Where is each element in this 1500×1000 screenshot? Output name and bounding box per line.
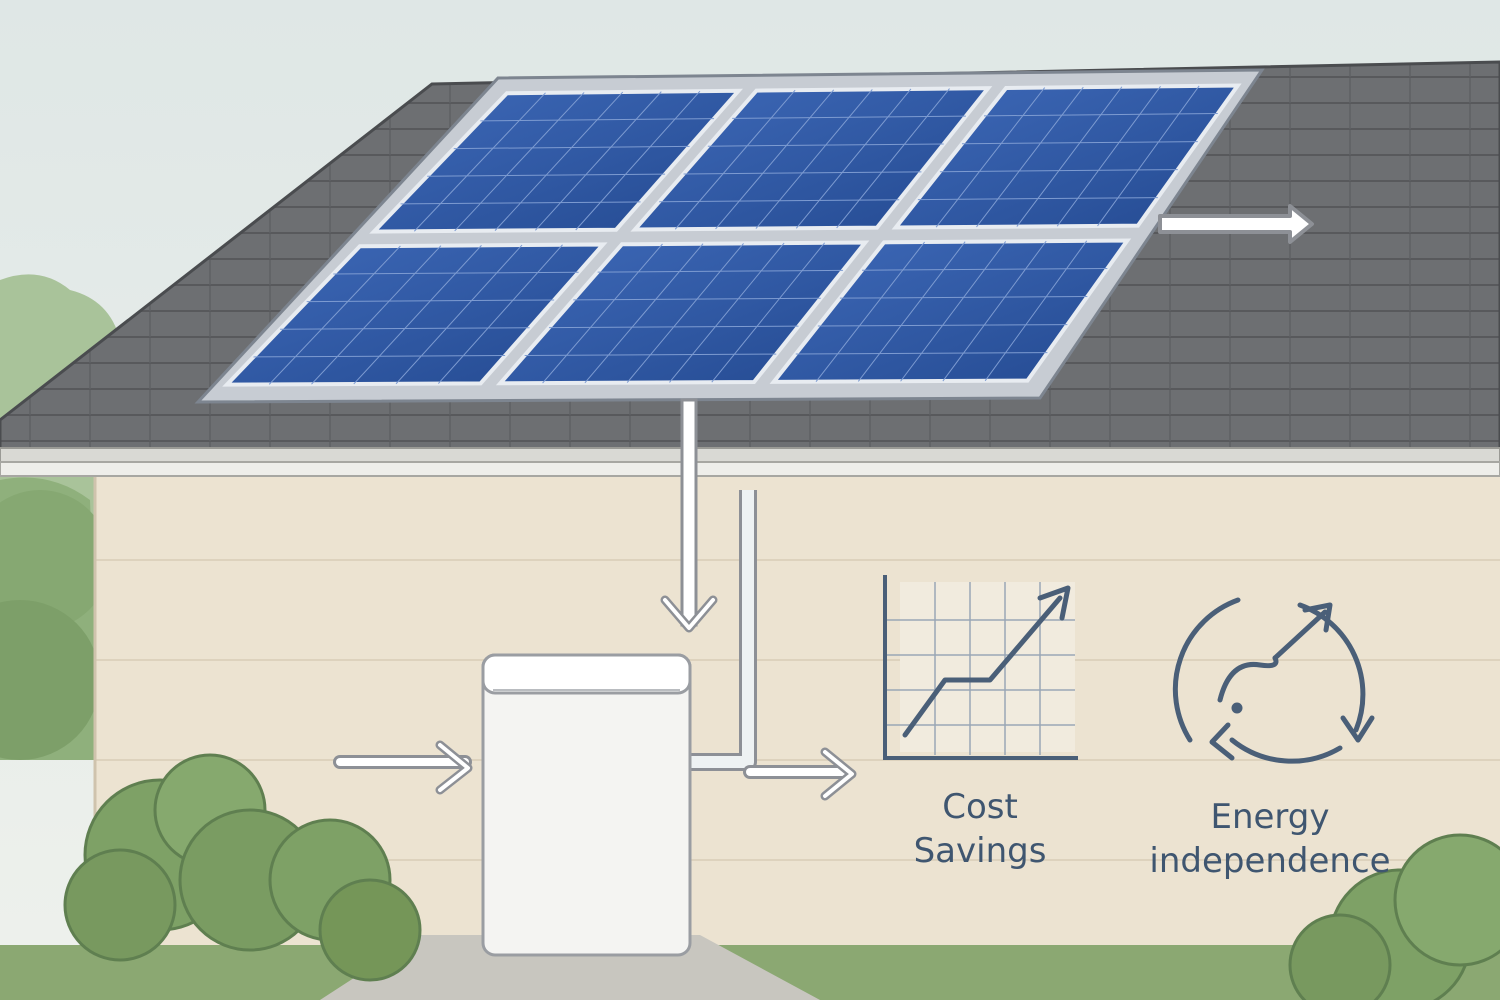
panel-cell-line (427, 173, 666, 177)
home-battery (481, 653, 692, 957)
panel-cell-line (674, 89, 796, 230)
panel-cell-line (795, 352, 1048, 355)
arrow-out-icon (743, 747, 857, 801)
panel-cell-line (707, 143, 944, 147)
panel-cell-line (353, 245, 482, 385)
panel-cell-line (535, 91, 662, 231)
panel-cell-line (548, 325, 799, 329)
panel-cell-line (715, 89, 835, 230)
panel-cell-line (935, 87, 1046, 228)
panel-cell-line (795, 88, 912, 229)
panel-cell-line (454, 92, 585, 232)
ground (0, 935, 1500, 1000)
panel-cell-line (584, 243, 704, 384)
panel-cell-line (1056, 86, 1161, 227)
panel-cell-line (400, 201, 641, 205)
arrow-right-icon (1158, 204, 1314, 244)
panel-cell-line (917, 197, 1158, 201)
growth-chart-icon (883, 575, 1078, 760)
panel-cell-line (711, 242, 826, 383)
panel-cell-line (976, 86, 1084, 228)
panel-cell-line (984, 240, 1088, 382)
panel-cell-line (942, 240, 1047, 382)
panel-cell-line (669, 242, 785, 383)
panel-cell-line (683, 171, 922, 175)
shrubs (63, 753, 1500, 1000)
solar-array (194, 68, 1265, 404)
panel-cell-line (732, 115, 966, 119)
panel-cell-line (253, 355, 506, 358)
cost-label-line2: Savings (913, 831, 1047, 871)
panel-cell-line (815, 241, 925, 382)
panel-cell-line (524, 353, 777, 356)
cost-label-line1: Cost (942, 787, 1018, 827)
panel-cell-line (542, 243, 663, 384)
circular-arrows-icon (1172, 597, 1375, 764)
panel-cell-line (437, 244, 563, 384)
panel-cell-line (1016, 86, 1123, 227)
panel-cell-line (573, 297, 821, 301)
panel-cell-line (333, 271, 579, 275)
panel-cell-line (900, 241, 1007, 382)
panel-cell-line (597, 269, 843, 273)
panel-cell-line (413, 92, 546, 232)
panel-cell-line (575, 90, 701, 231)
panel-cell-line (280, 327, 530, 330)
energy-label-line2: independence (1149, 841, 1391, 881)
panel-cell-line (311, 245, 442, 385)
panel-cell-line (861, 268, 1108, 271)
panel-cell-line (453, 145, 690, 150)
panel-cell-line (659, 199, 900, 203)
panel-cell-line (836, 88, 950, 229)
panel-cell-line (857, 241, 966, 382)
panel-cell-line (626, 243, 744, 383)
panel-cell-line (1097, 85, 1200, 227)
arrow-in-icon (333, 740, 473, 795)
panel-cell-line (839, 296, 1088, 299)
panel-cell-line (268, 245, 401, 385)
roof-eave (0, 447, 1500, 463)
panel-cell-line (961, 141, 1198, 145)
panel-cell-line (494, 91, 624, 231)
panel-cell-line (395, 244, 523, 385)
energy-label-line1: Energy (1210, 797, 1330, 837)
energy-independence-label: Energy independence (1130, 795, 1410, 883)
panel-cell-line (306, 299, 555, 303)
gutter (0, 461, 1500, 477)
arrow-down-icon (660, 398, 718, 633)
panel-cell-line (817, 324, 1068, 327)
panel-cell-line (480, 118, 715, 122)
panel-cell-line (939, 169, 1178, 173)
panel-cell-line (984, 113, 1218, 117)
panel-cell-line (755, 89, 873, 229)
cost-savings-label: Cost Savings (880, 785, 1080, 873)
